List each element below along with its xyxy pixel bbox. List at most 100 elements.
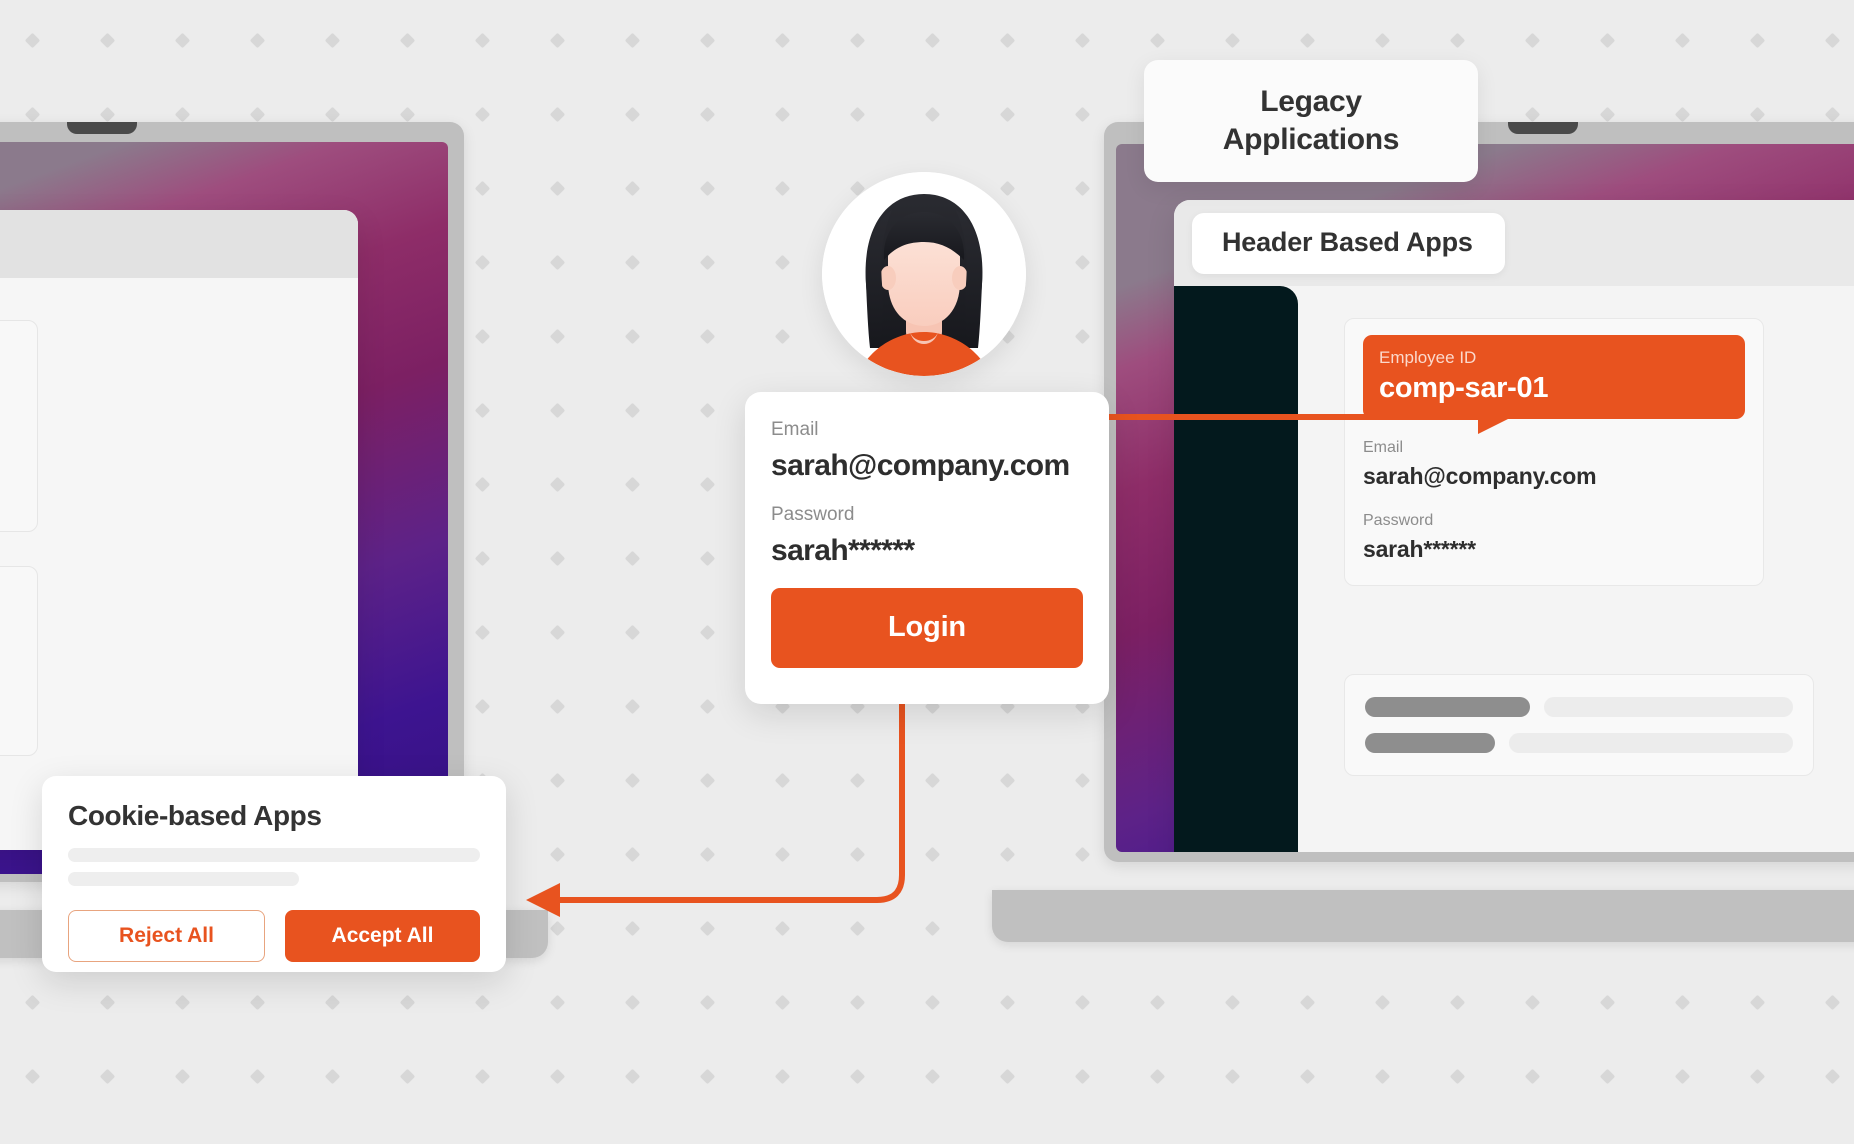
grid-dot — [1674, 994, 1691, 1011]
grid-dot — [549, 32, 566, 49]
grid-dot — [1074, 994, 1091, 1011]
grid-dot — [1824, 106, 1841, 123]
grid-dot — [174, 994, 191, 1011]
grid-dot — [474, 254, 491, 271]
grid-dot — [1149, 1068, 1166, 1085]
cookie-dialog-title: Cookie-based Apps — [68, 800, 322, 831]
grid-dot — [474, 32, 491, 49]
grid-dot — [249, 1068, 266, 1085]
grid-dot — [924, 106, 941, 123]
avatar-bangs — [883, 212, 965, 260]
grid-dot — [1824, 32, 1841, 49]
grid-dot — [624, 32, 641, 49]
login-button[interactable]: Login — [771, 587, 1083, 668]
grid-dot — [1374, 1068, 1391, 1085]
legacy-applications-label: Legacy Applications — [1144, 60, 1478, 182]
browser-viewport — [0, 278, 358, 850]
content-placeholder-card-2 — [0, 566, 38, 756]
grid-dot — [699, 550, 716, 567]
grid-dot — [774, 772, 791, 789]
header-app-content: Employee ID comp-sar-01 Email sarah@comp… — [1298, 286, 1854, 852]
grid-dot — [1524, 1068, 1541, 1085]
grid-dot — [849, 106, 866, 123]
grid-dot — [999, 846, 1016, 863]
grid-dot — [849, 994, 866, 1011]
grid-dot — [1749, 32, 1766, 49]
grid-dot — [399, 994, 416, 1011]
grid-dot — [1149, 32, 1166, 49]
grid-dot — [924, 846, 941, 863]
grid-dot — [549, 624, 566, 641]
grid-dot — [174, 32, 191, 49]
grid-dot — [1599, 994, 1616, 1011]
grid-dot — [699, 994, 716, 1011]
grid-dot — [324, 32, 341, 49]
login-password-label: Password — [771, 503, 855, 525]
grid-dot — [1749, 1068, 1766, 1085]
grid-dot — [1299, 994, 1316, 1011]
grid-dot — [1224, 1068, 1241, 1085]
grid-dot — [999, 772, 1016, 789]
grid-dot — [1524, 106, 1541, 123]
grid-dot — [1599, 1068, 1616, 1085]
skeleton-bar-dark — [1365, 733, 1495, 753]
grid-dot — [624, 624, 641, 641]
grid-dot — [1599, 32, 1616, 49]
grid-dot — [774, 994, 791, 1011]
grid-dot — [774, 328, 791, 345]
grid-dot — [1074, 32, 1091, 49]
browser-chrome — [0, 210, 358, 278]
avatar-illustration — [822, 172, 1026, 376]
employee-credentials-card: Employee ID comp-sar-01 Email sarah@comp… — [1344, 318, 1764, 586]
grid-dot — [1674, 106, 1691, 123]
grid-dot — [924, 994, 941, 1011]
grid-dot — [1374, 32, 1391, 49]
grid-dot — [699, 476, 716, 493]
grid-dot — [174, 106, 191, 123]
cookie-dialog-actions: Reject All Accept All — [68, 910, 480, 962]
grid-dot — [399, 32, 416, 49]
grid-dot — [474, 550, 491, 567]
grid-dot — [1449, 1068, 1466, 1085]
login-email-label: Email — [771, 419, 819, 440]
grid-dot — [699, 328, 716, 345]
accept-all-button[interactable]: Accept All — [285, 910, 480, 962]
reject-all-button[interactable]: Reject All — [68, 910, 265, 962]
grid-dot — [549, 846, 566, 863]
grid-dot — [249, 106, 266, 123]
laptop-right-notch — [1508, 122, 1578, 134]
grid-dot — [549, 772, 566, 789]
grid-dot — [624, 550, 641, 567]
grid-dot — [699, 106, 716, 123]
laptop-left-bezel — [0, 122, 464, 882]
grid-dot — [474, 994, 491, 1011]
grid-dot — [924, 1068, 941, 1085]
grid-dot — [699, 920, 716, 937]
grid-dot — [999, 994, 1016, 1011]
grid-dot — [774, 32, 791, 49]
grid-dot — [99, 32, 116, 49]
grid-dot — [99, 106, 116, 123]
header-app-topbar: Header Based Apps — [1174, 200, 1854, 286]
grid-dot — [999, 32, 1016, 49]
header-app-password-label: Password — [1363, 511, 1434, 529]
grid-dot — [1224, 32, 1241, 49]
grid-dot — [399, 1068, 416, 1085]
cookie-dialog-text-placeholder-2 — [68, 872, 299, 886]
grid-dot — [99, 1068, 116, 1085]
grid-dot — [1149, 994, 1166, 1011]
grid-dot — [1299, 1068, 1316, 1085]
login-email-value[interactable]: sarah@company.com — [771, 449, 1070, 483]
login-password-value[interactable]: sarah****** — [771, 534, 915, 568]
header-app-email-field: Email sarah@company.com — [1363, 435, 1745, 492]
cookie-app-browser-window — [0, 210, 358, 850]
grid-dot — [849, 1068, 866, 1085]
grid-dot — [699, 846, 716, 863]
laptop-right-bezel: Header Based Apps Employee ID comp-sar-0… — [1104, 122, 1854, 862]
grid-dot — [774, 254, 791, 271]
avatar — [822, 172, 1026, 376]
grid-dot — [924, 32, 941, 49]
grid-dot — [1824, 1068, 1841, 1085]
grid-dot — [774, 920, 791, 937]
